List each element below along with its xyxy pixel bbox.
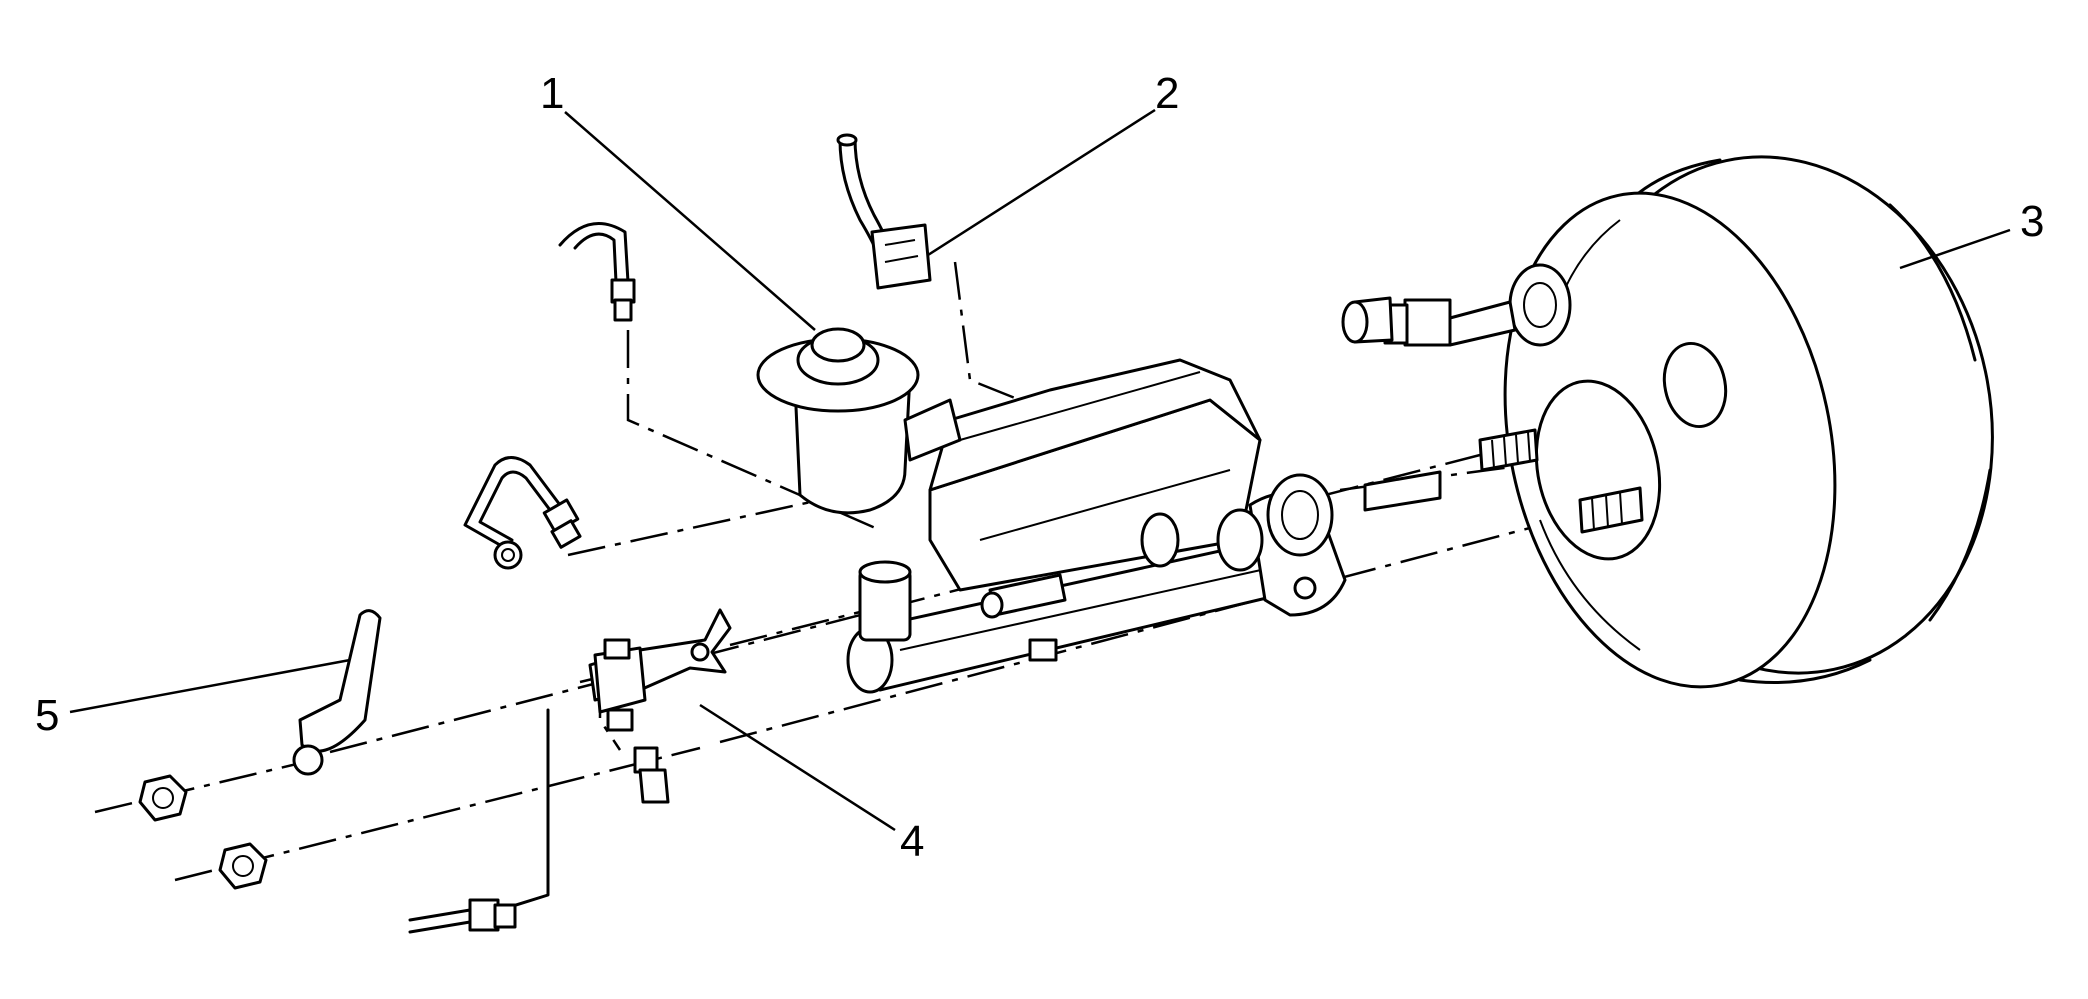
proportioning-valve [588,608,732,732]
fluid-level-sensor-connector [836,133,932,290]
master-cylinder [756,327,1347,694]
brake-pipe-upper [558,222,636,322]
callout-5: 5 [35,691,59,740]
lower-fitting [633,746,670,804]
leader-lines [69,108,2011,832]
callout-2: 2 [1155,69,1179,118]
callout-3: 3 [2020,197,2044,246]
bracket [292,609,382,776]
brake-pipe-lower [408,708,550,934]
callout-1: 1 [540,69,564,118]
callout-4: 4 [900,817,924,866]
mounting-nuts [138,774,268,890]
brake-pipe-triangular [463,456,582,570]
booster-studs [1363,428,1644,534]
brake-booster [1341,155,1994,689]
